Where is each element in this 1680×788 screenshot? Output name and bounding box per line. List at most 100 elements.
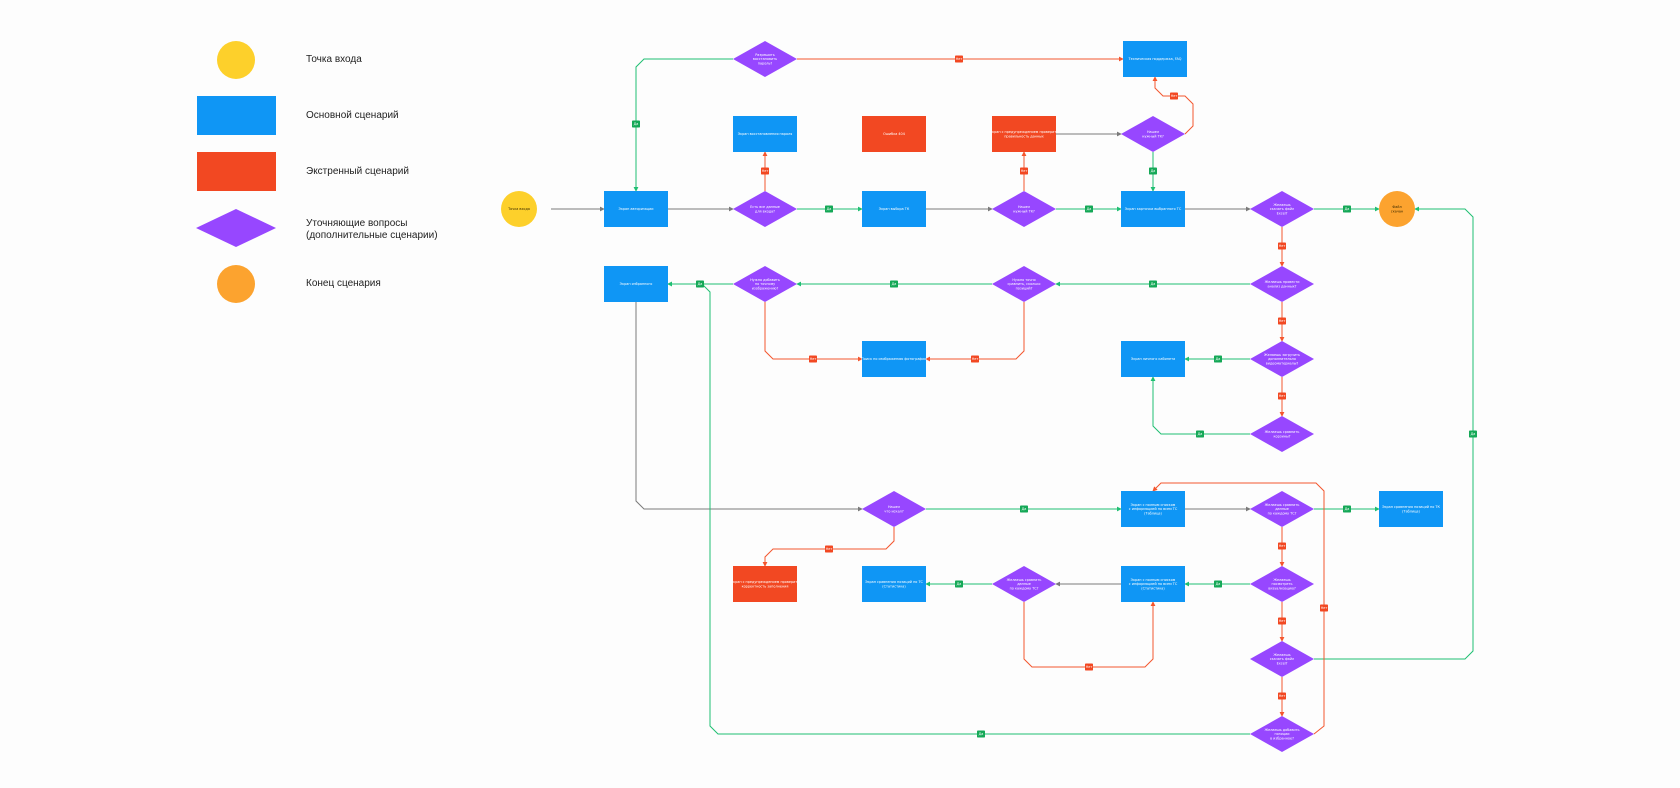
tag-label: Да: [1198, 432, 1203, 436]
tag-label: Да: [634, 122, 639, 126]
node-select-tc: Экран выбора ТК: [862, 191, 926, 227]
tag-label: Нет: [1279, 394, 1286, 398]
question-diamond: [992, 266, 1056, 302]
step-box: [1121, 491, 1185, 527]
no-tag: Нет: [1278, 542, 1286, 550]
yes-tag: Да: [825, 205, 833, 213]
tag-label: Да: [1022, 507, 1027, 511]
node-label: Экран карточки выбранного ТС: [1125, 207, 1182, 211]
no-tag: Нет: [809, 355, 817, 363]
question-diamond: [1250, 716, 1314, 752]
tag-label: Да: [957, 582, 962, 586]
question-diamond: [992, 566, 1056, 602]
legend: Точка входа Основной сценарий Экстренный…: [0, 0, 480, 320]
no-tag: Нет: [825, 545, 833, 553]
question-diamond: [1121, 116, 1185, 152]
yes-tag: Да: [1020, 505, 1028, 513]
yes-tag: Да: [1149, 167, 1157, 175]
question-diamond: [1250, 491, 1314, 527]
legend-label-question: Уточняющие вопросы (дополнительные сцена…: [306, 218, 438, 241]
tag-label: Нет: [1279, 544, 1286, 548]
step-box: [604, 191, 668, 227]
tag-label: Да: [1471, 432, 1476, 436]
tag-label: Нет: [1279, 694, 1286, 698]
tag-label: Нет: [1021, 169, 1028, 173]
node-label: Экран личного кабинета: [1131, 357, 1175, 361]
tag-label: Да: [979, 732, 984, 736]
step-box: [1121, 191, 1185, 227]
node-search-screen: Экран избранного: [604, 266, 668, 302]
no-tag: Нет: [1278, 617, 1286, 625]
no-tag: Нет: [1278, 392, 1286, 400]
node-label: Экран избранного: [620, 282, 653, 286]
step-box: [862, 116, 926, 152]
tag-label: Нет: [1279, 244, 1286, 248]
yes-tag: Да: [1214, 355, 1222, 363]
step-box: [862, 341, 926, 377]
tag-label: Нет: [810, 357, 817, 361]
step-box: [1379, 491, 1443, 527]
no-tag: Нет: [1020, 167, 1028, 175]
step-box: [604, 266, 668, 302]
legend-main-shape: [197, 96, 276, 135]
yes-tag: Да: [696, 280, 704, 288]
flow-connector: [1150, 376, 1250, 435]
step-box: [733, 116, 797, 152]
legend-label-main: Основной сценарий: [306, 110, 399, 121]
tag-label: Да: [1216, 357, 1221, 361]
node-label: Экран восстановления пароля: [738, 132, 793, 136]
yes-tag: Да: [1343, 505, 1351, 513]
no-tag: Нет: [955, 55, 963, 63]
tag-label: Да: [1216, 582, 1221, 586]
step-box: [992, 116, 1056, 152]
tag-label: Да: [1151, 169, 1156, 173]
node-label: Техническая поддержка, FAQ: [1128, 57, 1182, 61]
tag-label: Нет: [762, 169, 769, 173]
step-box: [1121, 566, 1185, 602]
legend-label-emergency: Экстренный сценарий: [306, 166, 409, 177]
tag-label: Нет: [956, 57, 963, 61]
tag-label: Да: [1151, 282, 1156, 286]
step-box: [733, 566, 797, 602]
question-diamond: [1250, 191, 1314, 227]
flow-connector: [1152, 482, 1325, 735]
question-diamond: [1250, 641, 1314, 677]
question-diamond: [733, 191, 797, 227]
node-err404: Ошибка 404: [862, 116, 926, 152]
flow-connector: [925, 302, 1025, 362]
question-diamond: [1250, 566, 1314, 602]
question-diamond: [1250, 266, 1314, 302]
flow-connector: [633, 58, 733, 192]
legend-question-shape: [196, 209, 276, 247]
no-tag: Нет: [1170, 92, 1178, 100]
yes-tag: Да: [1214, 580, 1222, 588]
